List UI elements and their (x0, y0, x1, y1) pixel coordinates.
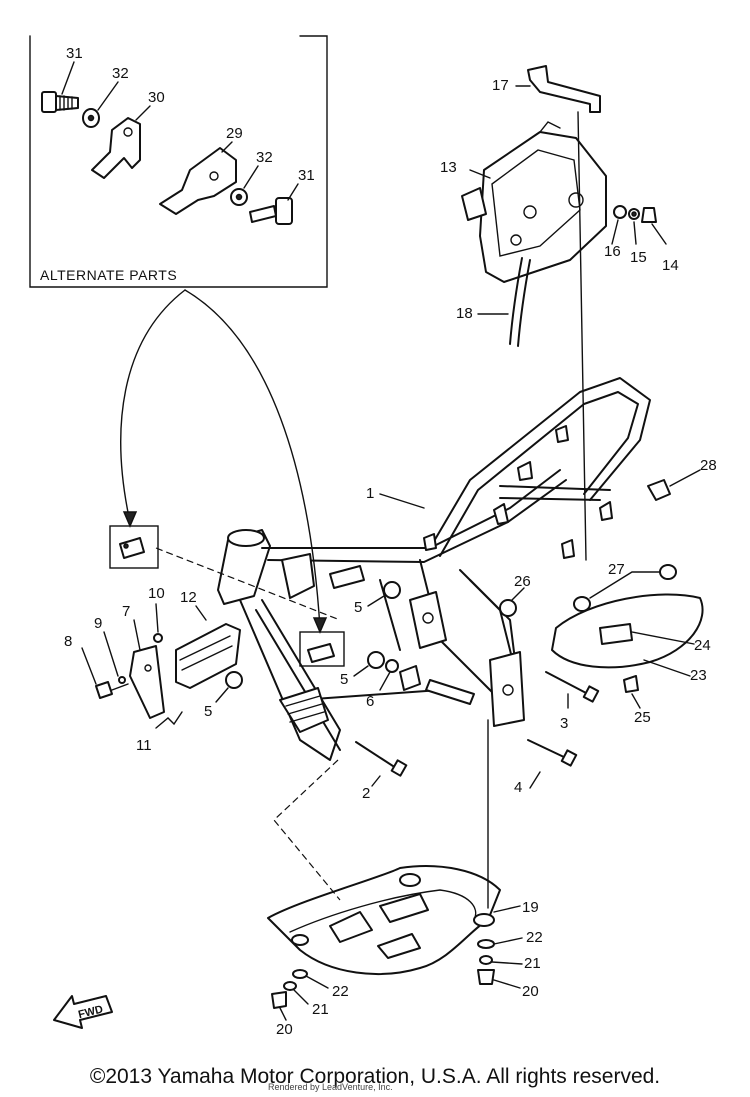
callout-30: 30 (148, 89, 165, 106)
callout-28: 28 (700, 457, 717, 474)
callout-21: 21 (524, 955, 541, 972)
callout-26: 26 (514, 573, 531, 590)
cap-28 (647, 479, 671, 501)
fwd-label: FWD (77, 1003, 104, 1021)
bracket-17 (527, 65, 601, 113)
frame-parts-diagram: ALTERNATE PARTS 31 32 30 (29, 35, 717, 1038)
callout-14: 14 (662, 257, 679, 274)
air-box-12 (175, 623, 241, 689)
bolt-31-left (41, 91, 79, 113)
callout-32: 32 (112, 65, 129, 82)
callout-12: 12 (180, 589, 197, 606)
bolt-31-right (249, 197, 293, 225)
callout-24: 24 (694, 637, 711, 654)
callout-20: 20 (276, 1021, 293, 1038)
callout-32: 32 (256, 149, 273, 166)
copyright-text: ©2013 Yamaha Motor Corporation, U.S.A. A… (89, 1065, 661, 1088)
callout-27: 27 (608, 561, 625, 578)
callout-23: 23 (690, 667, 707, 684)
callout-31: 31 (298, 167, 315, 184)
alternate-parts-box: ALTERNATE PARTS 31 32 30 (29, 35, 328, 288)
plate-7 (129, 645, 165, 719)
callout-7: 7 (122, 603, 130, 620)
callout-18: 18 (456, 305, 473, 322)
callout-5: 5 (204, 703, 212, 720)
bracket-29 (159, 147, 237, 215)
callout-4: 4 (514, 779, 522, 796)
alternate-location-box-front (109, 525, 159, 569)
alternate-parts-label: ALTERNATE PARTS (40, 267, 177, 283)
callout-8: 8 (64, 633, 72, 650)
callout-2: 2 (362, 785, 370, 802)
fwd-arrow-icon: FWD (53, 995, 113, 1029)
callout-1: 1 (366, 485, 374, 502)
callout-22: 22 (526, 929, 543, 946)
callout-6: 6 (366, 693, 374, 710)
callout-5: 5 (340, 671, 348, 688)
callout-22: 22 (332, 983, 349, 1000)
callout-21: 21 (312, 1001, 329, 1018)
callout-19: 19 (522, 899, 539, 916)
callout-25: 25 (634, 709, 651, 726)
callout-31: 31 (66, 45, 83, 62)
bracket-30 (91, 117, 141, 179)
callout-5: 5 (354, 599, 362, 616)
alternate-location-box-rear (299, 631, 345, 667)
callout-10: 10 (148, 585, 165, 602)
rear-fender-assembly: 17 13 18 16 15 14 (440, 65, 679, 561)
callout-9: 9 (94, 615, 102, 632)
callout-29: 29 (226, 125, 243, 142)
callout-16: 16 (604, 243, 621, 260)
emblem-24 (599, 623, 633, 645)
callout-17: 17 (492, 77, 509, 94)
callout-3: 3 (560, 715, 568, 732)
callout-11: 11 (136, 737, 152, 754)
callout-20: 20 (522, 983, 539, 1000)
callout-15: 15 (630, 249, 647, 266)
callout-13: 13 (440, 159, 457, 176)
rendered-by-text: Rendered by LeadVenture, Inc. (268, 1082, 393, 1092)
skid-plate-19 (267, 865, 501, 975)
main-frame: 1 (217, 377, 651, 761)
